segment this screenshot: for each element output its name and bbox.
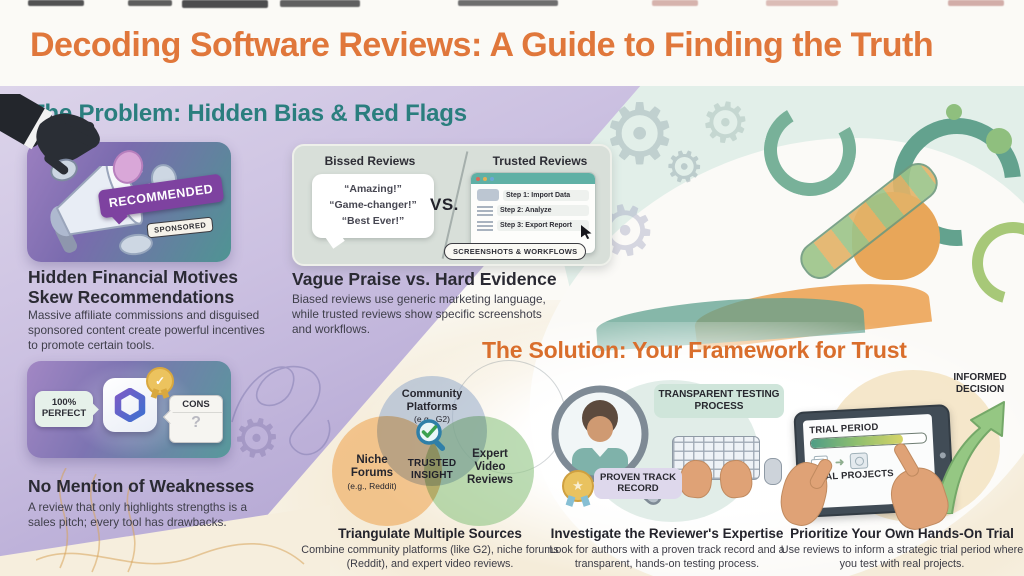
gloved-hand-icon <box>0 94 100 182</box>
step-label: Step 3: Export Report <box>497 220 589 231</box>
top-edge-artifact <box>652 0 698 6</box>
cons-label: CONS <box>170 396 222 413</box>
trusted-insight-label: TRUSTED INSIGHT <box>407 458 457 481</box>
reviewer-expertise-illustration: TRANSPARENT TESTING PROCESS ★ PROVEN TRA… <box>551 372 784 524</box>
step-row: Step 2: Analyze <box>477 205 589 216</box>
top-edge-artifact <box>948 0 1004 6</box>
informed-decision-label: INFORMED DECISION <box>953 372 1007 395</box>
item-heading: Vague Praise vs. Hard Evidence <box>292 269 557 289</box>
venn-label-video: Expert Video Reviews <box>466 448 514 487</box>
mouse-icon <box>764 458 782 485</box>
progress-fill <box>810 434 904 449</box>
column-heading: Investigate the Reviewer's Expertise <box>550 526 784 541</box>
top-band-background <box>0 0 1024 86</box>
thumbnail-placeholder <box>477 189 499 201</box>
gear-icon: ⚙ <box>602 85 678 183</box>
biased-reviews-label: Bissed Reviews <box>324 154 416 168</box>
question-mark: ? <box>191 414 201 431</box>
problem-section-heading: The Problem: Hidden Bias & Red Flags <box>30 100 467 127</box>
transparent-testing-label: TRANSPARENT TESTING PROCESS <box>654 384 784 418</box>
screenshots-workflows-badge: SCREENSHOTS & WORKFLOWS <box>444 243 587 260</box>
quote-text: “Game-changer!” <box>329 199 417 212</box>
sources-venn-diagram: Community Platforms (e.g., G2) Niche For… <box>332 376 534 526</box>
deco-dot <box>946 104 962 120</box>
hexagon-logo-icon <box>114 388 146 422</box>
scribble-doodle <box>36 468 305 573</box>
quote-speech-bubble: “Amazing!” “Game-changer!” “Best Ever!” <box>312 174 434 238</box>
app-button-icon <box>849 452 869 470</box>
magnifier-check-icon <box>416 419 446 451</box>
medal-star-icon: ★ <box>562 470 594 502</box>
column-body: Combine community platforms (like G2), n… <box>301 544 559 570</box>
top-edge-artifact <box>28 0 84 6</box>
top-edge-artifact <box>766 0 838 6</box>
vs-label: VS. <box>430 195 459 214</box>
app-window-mock: Step 1: Import Data Step 2: Analyze Step… <box>470 172 596 254</box>
hands-on-trial-illustration: INFORMED DECISION TRIAL PERIOD ✓ ➜ REAL … <box>774 366 1024 535</box>
no-weaknesses-illustration: ✓ 100% PERFECT CONS ? <box>27 361 231 458</box>
scribble-doodle <box>231 365 331 456</box>
gold-check-badge: ✓ <box>146 367 174 395</box>
top-edge-artifact <box>458 0 558 6</box>
solution-section-heading: The Solution: Your Framework for Trust <box>482 337 907 363</box>
quote-text: “Best Ever!” <box>341 214 405 227</box>
gear-icon: ⚙ <box>695 87 755 160</box>
top-edge-artifact <box>280 0 360 7</box>
step-row: Step 1: Import Data <box>477 189 589 201</box>
column-body: Use reviews to inform a strategic trial … <box>780 544 1024 570</box>
top-edge-artifact <box>128 0 172 6</box>
item-heading: Hidden Financial Motives Skew Recommenda… <box>28 267 239 307</box>
venn-label-community: Community Platforms (e.g., G2) <box>401 388 463 425</box>
column-heading: Prioritize Your Own Hands-On Trial <box>790 526 1014 541</box>
item-body: A review that only highlights strengths … <box>28 500 248 529</box>
venn-label-forums: Niche Forums (e.g., Reddit) <box>347 454 397 492</box>
app-logo-tile <box>103 378 157 432</box>
solution-column-2: Investigate the Reviewer's Expertise Loo… <box>537 526 797 572</box>
cursor-icon <box>581 225 592 239</box>
window-dot-blue <box>490 176 494 181</box>
item-body: Biased reviews use generic marketing lan… <box>292 292 546 336</box>
comparison-panel: Bissed Reviews Trusted Reviews “Amazing!… <box>292 144 612 266</box>
growth-arrow-icon <box>933 401 1005 514</box>
quote-text: “Amazing!” <box>344 183 402 196</box>
window-dot-yellow <box>483 176 487 181</box>
window-titlebar <box>471 173 595 184</box>
deco-dot <box>986 128 1012 154</box>
proven-track-record-label: PROVEN TRACK RECORD <box>594 468 682 499</box>
item-heading: No Mention of Weaknesses <box>28 476 255 496</box>
solution-column-3: Prioritize Your Own Hands-On Trial Use r… <box>772 526 1024 572</box>
top-edge-artifact <box>182 0 268 8</box>
column-body: Look for authors with a proven track rec… <box>549 544 785 570</box>
venn-circle-video <box>424 416 534 526</box>
trusted-reviews-label: Trusted Reviews <box>492 154 588 168</box>
list-lines-placeholder <box>477 205 493 216</box>
arrow-right-icon: ➜ <box>834 456 845 469</box>
column-heading: Triangulate Multiple Sources <box>338 526 522 541</box>
cons-card: CONS ? <box>169 395 223 443</box>
list-lines-placeholder <box>477 220 493 231</box>
item-body: Massive affiliate commissions and disgui… <box>28 308 265 352</box>
step-label: Step 2: Analyze <box>497 205 589 216</box>
window-dot-red <box>476 176 480 181</box>
solution-column-1: Triangulate Multiple Sources Combine com… <box>300 526 560 572</box>
step-row: Step 3: Export Report <box>477 220 589 231</box>
perfect-bubble: 100% PERFECT <box>35 391 93 427</box>
step-label: Step 1: Import Data <box>503 189 589 201</box>
page-title: Decoding Software Reviews: A Guide to Fi… <box>30 26 934 64</box>
